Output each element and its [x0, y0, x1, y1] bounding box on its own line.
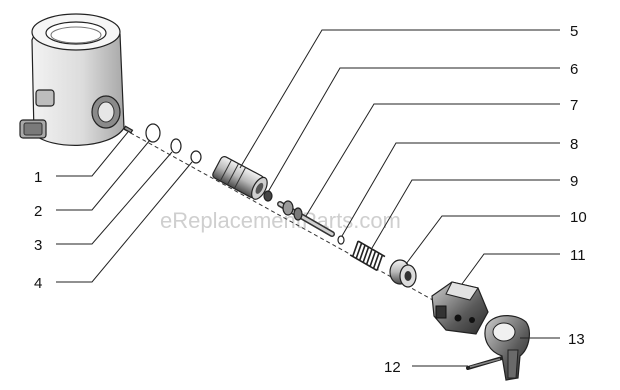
- part-labels: 1 2 3 4 5 6 7 8 9 10 11 12 13: [34, 23, 587, 376]
- label-4: 4: [34, 275, 42, 292]
- label-8: 8: [570, 136, 578, 153]
- leader-5: [239, 29, 560, 169]
- label-7: 7: [570, 97, 578, 114]
- leader-9: [371, 179, 560, 249]
- label-3: 3: [34, 237, 42, 254]
- part-2-oring: [145, 123, 161, 143]
- leader-6: [267, 67, 560, 193]
- part-12-roll-pin: [466, 356, 504, 370]
- label-9: 9: [570, 173, 578, 190]
- assembly-axis: [117, 125, 481, 327]
- leader-1: [56, 131, 129, 177]
- part-9-spring: [349, 240, 386, 272]
- label-12: 12: [384, 359, 401, 376]
- part-8-ring: [337, 235, 345, 245]
- part-11-cam-block: [431, 281, 489, 335]
- label-2: 2: [34, 203, 42, 220]
- label-10: 10: [570, 209, 587, 226]
- part-3-washer: [170, 138, 182, 154]
- leader-4: [56, 161, 193, 283]
- housing-pin: [123, 125, 134, 134]
- leader-10: [405, 215, 560, 265]
- part-5-valve-seat: [212, 156, 268, 200]
- leader-7: [305, 103, 560, 217]
- label-5: 5: [570, 23, 578, 40]
- part-10-bushing: [389, 259, 417, 288]
- part-13-handle: [484, 315, 530, 381]
- label-6: 6: [570, 61, 578, 78]
- leader-lines: [56, 29, 560, 367]
- watermark-text: eReplacementParts.com: [160, 208, 401, 233]
- label-1: 1: [34, 169, 42, 186]
- part-4-washer: [190, 150, 202, 164]
- leader-2: [56, 139, 151, 211]
- label-11: 11: [570, 247, 586, 264]
- valve-housing: [19, 13, 125, 146]
- leader-11: [461, 253, 560, 285]
- leader-3: [56, 151, 173, 245]
- label-13: 13: [568, 331, 585, 348]
- leader-8: [341, 142, 560, 237]
- part-6-oring: [263, 190, 273, 202]
- part-7-shaft: [277, 200, 335, 237]
